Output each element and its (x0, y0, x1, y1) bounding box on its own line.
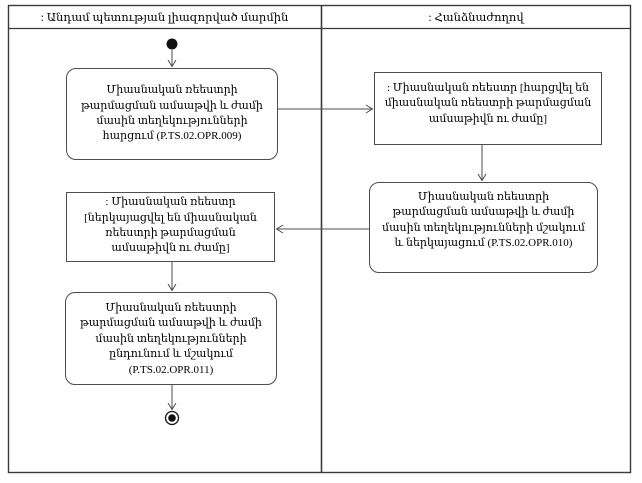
object-node-register-presented: : Միասնական ռեեստր [ներկայացվել են միասն… (66, 192, 275, 262)
flow-opr009-to-object (278, 104, 374, 114)
flow-opr011-to-end (167, 385, 177, 411)
action-node-opr010: Միասնական ռեեստրի թարմացման ամսաթվի և ժա… (369, 182, 598, 273)
flow-opr010-to-object (275, 224, 369, 234)
final-node-icon (164, 410, 180, 426)
lane-header-authorized-body: : Անդամ պետության լիազորված մարմին (40, 11, 289, 24)
action-node-opr009: Միասնական ռեեստրի թարմացման ամսաթվի և ժա… (66, 68, 278, 160)
object-node-register-requested: : Միասնական ռեեստր [հարցվել են միասնական… (374, 72, 602, 145)
initial-node-icon (166, 38, 178, 50)
flow-object-to-opr010 (477, 145, 487, 182)
swimlane-frame (7, 4, 632, 474)
lane-header-commission: : Հանձնաժողով (428, 11, 524, 24)
flow-object-to-opr011 (167, 262, 177, 292)
flow-start-to-opr009 (167, 50, 177, 68)
action-node-opr011: Միասնական ռեեստրի թարմացման ամսաթվի և ժա… (65, 292, 277, 385)
